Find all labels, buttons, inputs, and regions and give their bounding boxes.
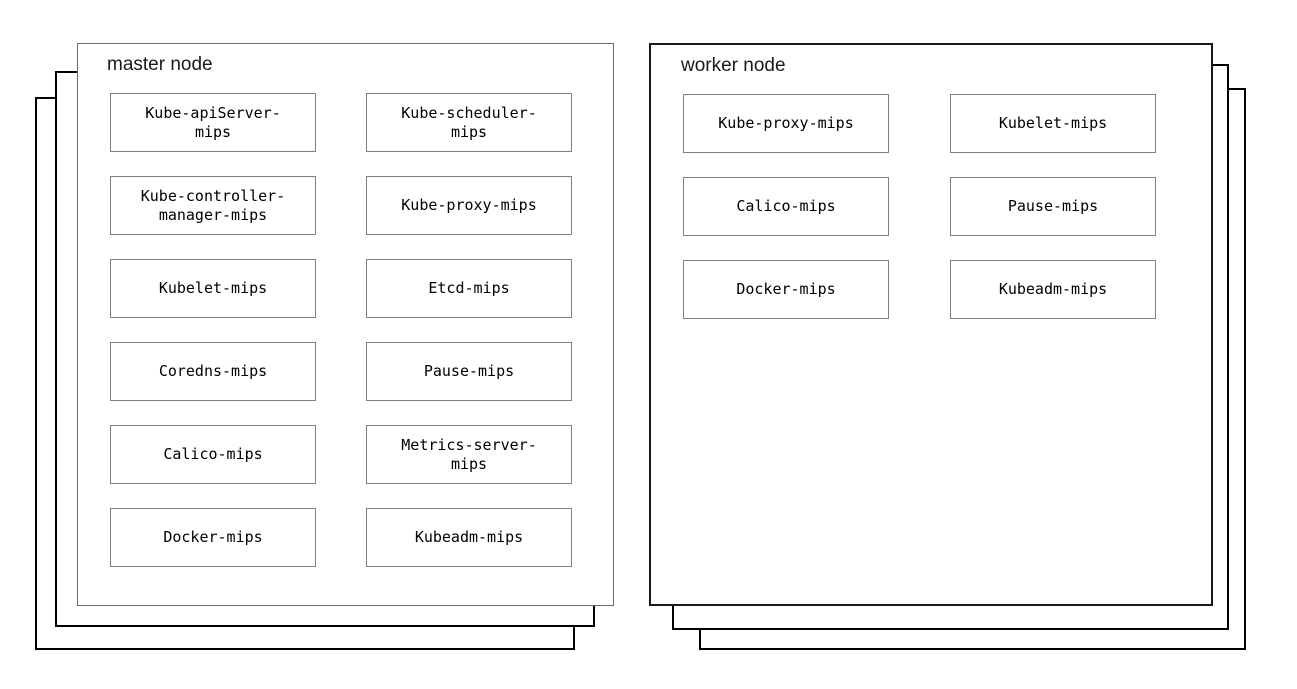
master-components-grid: Kube-apiServer-mips Kube-scheduler-mips … [110,93,572,567]
component-box: Kubelet-mips [950,94,1156,153]
component-box: Kube-proxy-mips [683,94,889,153]
worker-components-grid: Kube-proxy-mips Kubelet-mips Calico-mips… [683,94,1156,319]
worker-node-title: worker node [681,55,786,76]
component-box: Calico-mips [110,425,316,484]
master-node-title: master node [107,54,213,75]
component-box: Calico-mips [683,177,889,236]
component-box: Kube-apiServer-mips [110,93,316,152]
component-box: Metrics-server-mips [366,425,572,484]
component-box: Kube-controller-manager-mips [110,176,316,235]
component-box: Docker-mips [683,260,889,319]
component-box: Kube-scheduler-mips [366,93,572,152]
worker-node-panel: worker node Kube-proxy-mips Kubelet-mips… [649,43,1213,606]
component-box: Etcd-mips [366,259,572,318]
component-box: Coredns-mips [110,342,316,401]
component-box: Kubeadm-mips [366,508,572,567]
component-box: Pause-mips [366,342,572,401]
component-box: Docker-mips [110,508,316,567]
component-box: Kube-proxy-mips [366,176,572,235]
component-box: Kubelet-mips [110,259,316,318]
component-box: Kubeadm-mips [950,260,1156,319]
component-box: Pause-mips [950,177,1156,236]
master-node-panel: master node Kube-apiServer-mips Kube-sch… [77,43,614,606]
